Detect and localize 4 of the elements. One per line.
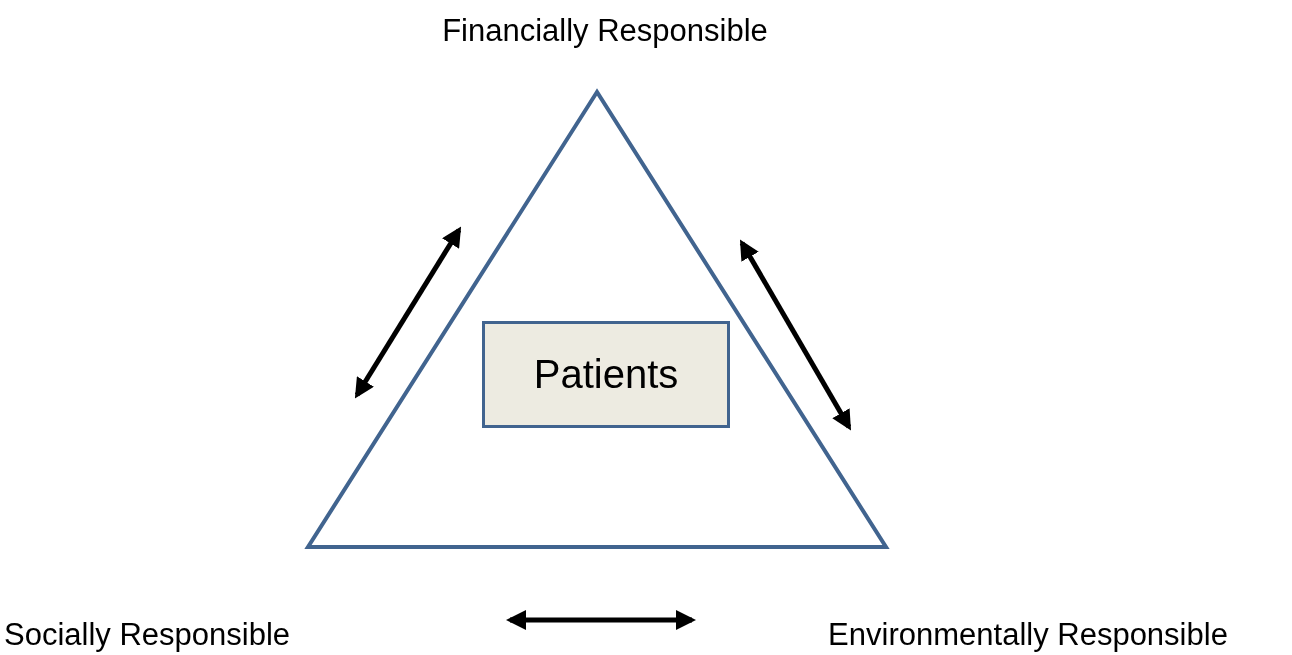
corner-label: Environmentally Responsible [828,617,1228,653]
corner-label: Socially Responsible [4,617,291,653]
corner-label: Financially Responsible [442,13,768,49]
label-box: Patients [482,321,730,428]
